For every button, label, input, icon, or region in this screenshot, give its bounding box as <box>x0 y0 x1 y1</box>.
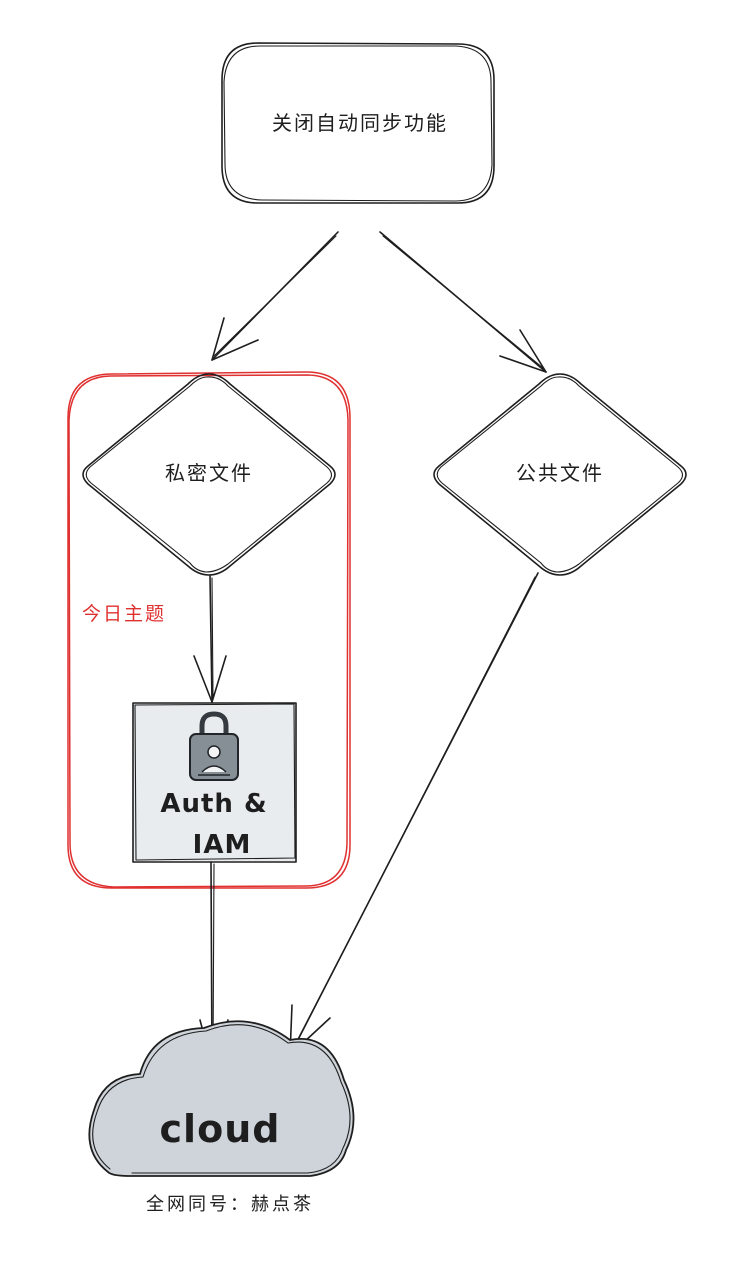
start-node-label: 关闭自动同步功能 <box>272 111 448 135</box>
footer-caption: 全网同号：赫点茶 <box>146 1194 314 1215</box>
arrow-public-to-cloud <box>289 572 539 1056</box>
topic-group-frame <box>67 371 351 889</box>
lock-icon <box>189 711 239 781</box>
private-files-node: 私密文件 <box>82 373 336 576</box>
arrow-start-to-private <box>211 231 339 361</box>
cloud-label: cloud <box>160 1107 281 1151</box>
auth-label-line2: IAM <box>193 830 252 860</box>
cloud-node: cloud <box>88 1020 355 1177</box>
auth-iam-node: Auth & IAM <box>132 702 297 863</box>
public-files-label: 公共文件 <box>516 461 604 485</box>
arrow-start-to-public <box>379 231 547 373</box>
arrow-private-to-auth <box>193 575 227 703</box>
public-files-node: 公共文件 <box>433 373 687 576</box>
start-node: 关闭自动同步功能 <box>221 42 495 204</box>
auth-label-line1: Auth & <box>160 789 267 819</box>
topic-group-label: 今日主题 <box>82 603 166 625</box>
private-files-label: 私密文件 <box>165 461 253 485</box>
